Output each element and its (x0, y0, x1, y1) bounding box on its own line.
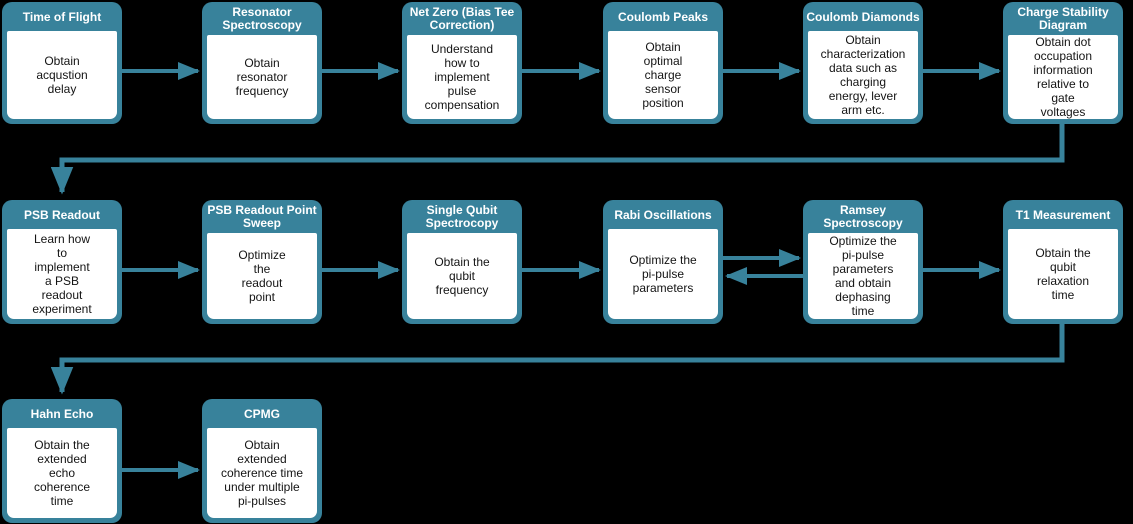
flow-node-coulomb-diamonds: Coulomb Diamonds Obtain characterization… (803, 2, 923, 124)
flow-node-title: T1 Measurement (1015, 207, 1111, 222)
flow-node-body: Understand how to implement pulse compen… (407, 35, 517, 119)
flow-node-title: Charge Stability Diagram (1017, 5, 1109, 32)
flow-node-body: Obtain dot occupation information relati… (1008, 35, 1118, 119)
flow-node-body: Obtain the extended echo coherence time (7, 428, 117, 518)
flow-node-title: PSB Readout Point Sweep (207, 203, 317, 230)
flow-node-title: Time of Flight (22, 9, 102, 24)
flow-node-title: PSB Readout (23, 207, 100, 222)
flow-node-body: Obtain resonator frequency (207, 35, 317, 119)
flow-node-body: Optimize the readout point (207, 233, 317, 319)
flow-node-coulomb-peaks: Coulomb Peaks Obtain optimal charge sens… (603, 2, 723, 124)
flow-node-body-text: Obtain extended coherence time under mul… (220, 438, 304, 508)
flow-node-resonator-spectroscopy: Resonator Spectroscopy Obtain resonator … (202, 2, 322, 124)
flow-node-charge-stability-diagram: Charge Stability Diagram Obtain dot occu… (1003, 2, 1123, 124)
flow-node-body-text: Obtain the extended echo coherence time (33, 438, 91, 508)
flow-node-body-text: Obtain optimal charge sensor position (642, 40, 684, 110)
flow-node-body: Obtain characterization data such as cha… (808, 31, 918, 119)
flow-node-body: Obtain optimal charge sensor position (608, 31, 718, 119)
flow-node-body-text: Learn how to implement a PSB readout exp… (32, 232, 92, 316)
flow-node-body-text: Obtain the qubit relaxation time (1035, 246, 1091, 302)
flow-node-single-qubit-spectroscopy: Single Qubit Spectrocopy Obtain the qubi… (402, 200, 522, 324)
flow-node-title: Ramsey Spectroscopy (823, 203, 903, 230)
flow-node-body: Obtain acqustion delay (7, 31, 117, 119)
flow-node-t1-measurement: T1 Measurement Obtain the qubit relaxati… (1003, 200, 1123, 324)
flow-node-title: Net Zero (Bias Tee Correction) (409, 5, 515, 32)
flow-node-title: CPMG (244, 406, 280, 421)
flow-node-body: Obtain extended coherence time under mul… (207, 428, 317, 518)
flow-node-psb-readout: PSB Readout Learn how to implement a PSB… (2, 200, 122, 324)
connector-t1-to-hahnecho (50, 324, 1065, 395)
flow-node-cpmg: CPMG Obtain extended coherence time unde… (202, 399, 322, 523)
flow-node-body-text: Optimize the pi-pulse parameters (629, 253, 697, 295)
flow-node-title: Rabi Oscillations (614, 207, 712, 222)
flow-node-title: Resonator Spectroscopy (222, 5, 302, 32)
flow-node-net-zero-bias-tee-correction: Net Zero (Bias Tee Correction) Understan… (402, 2, 522, 124)
flow-node-title: Hahn Echo (30, 406, 94, 421)
flow-node-ramsey-spectroscopy: Ramsey Spectroscopy Optimize the pi-puls… (803, 200, 923, 324)
flow-node-title: Coulomb Peaks (617, 9, 709, 24)
flow-node-body-text: Obtain acqustion delay (36, 54, 88, 96)
flow-node-body-text: Obtain dot occupation information relati… (1033, 35, 1093, 119)
flow-node-title: Coulomb Diamonds (806, 9, 920, 24)
flow-node-body: Optimize the pi-pulse parameters and obt… (808, 233, 918, 319)
flow-node-body-text: Optimize the readout point (238, 248, 286, 304)
flow-node-time-of-flight: Time of Flight Obtain acqustion delay (2, 2, 122, 124)
flow-node-title: Single Qubit Spectrocopy (425, 203, 499, 230)
flow-node-body: Learn how to implement a PSB readout exp… (7, 229, 117, 319)
flow-node-body-text: Obtain the qubit frequency (434, 255, 490, 297)
flow-node-hahn-echo: Hahn Echo Obtain the extended echo coher… (2, 399, 122, 523)
flow-node-psb-readout-point-sweep: PSB Readout Point Sweep Optimize the rea… (202, 200, 322, 324)
flow-node-body: Obtain the qubit frequency (407, 233, 517, 319)
flow-node-body-text: Obtain resonator frequency (235, 56, 289, 98)
flow-node-rabi-oscillations: Rabi Oscillations Optimize the pi-pulse … (603, 200, 723, 324)
flow-node-body-text: Understand how to implement pulse compen… (424, 42, 500, 112)
flow-node-body: Obtain the qubit relaxation time (1008, 229, 1118, 319)
flow-node-body-text: Obtain characterization data such as cha… (820, 33, 906, 117)
connector-csd-to-psbreadout (50, 124, 1065, 195)
flow-node-body-text: Optimize the pi-pulse parameters and obt… (829, 234, 897, 318)
flow-node-body: Optimize the pi-pulse parameters (608, 229, 718, 319)
